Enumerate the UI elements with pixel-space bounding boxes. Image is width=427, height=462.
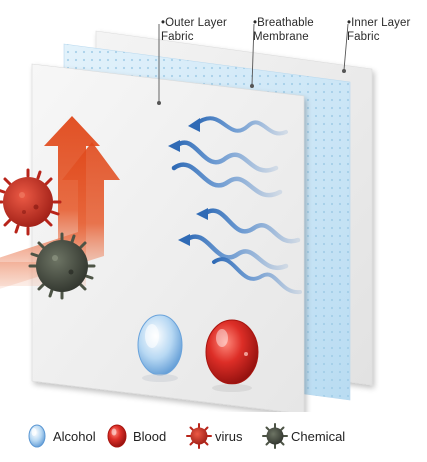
legend-item-blood: Blood xyxy=(104,420,166,452)
airflow-wave xyxy=(201,208,301,244)
chemical-particle xyxy=(28,232,96,300)
legend-item-chemical: Chemical xyxy=(262,420,345,452)
airflow-arrowhead xyxy=(168,140,180,152)
inner-layer-label: •Inner Layer Fabric xyxy=(347,17,411,43)
legend-label-blood: Blood xyxy=(133,428,167,444)
alcohol-droplet xyxy=(137,314,183,382)
legend-item-virus: virus xyxy=(186,420,242,452)
legend-label-chemical: Chemical xyxy=(291,428,346,444)
airflow-arrowhead xyxy=(196,208,208,220)
alcohol-droplet-icon xyxy=(28,424,46,448)
blocked-arrow-right xyxy=(0,142,120,289)
legend: Alcohol Blood virus xyxy=(0,412,427,460)
outer-layer-label: •Outer Layer Fabric xyxy=(161,17,227,43)
membrane-label: •Breathable Membrane xyxy=(253,17,314,43)
inner-layer-leader-dot xyxy=(342,69,346,73)
airflow-wave xyxy=(171,162,283,198)
airflow-arrowhead xyxy=(178,234,190,246)
airflow-waves xyxy=(171,116,302,295)
membrane-leader-line xyxy=(251,23,255,86)
virus-icon xyxy=(186,423,212,449)
blood-droplet xyxy=(205,319,259,392)
chemical-particle-icon xyxy=(262,423,288,449)
airflow-wave xyxy=(173,140,279,173)
layer-illustration xyxy=(0,23,373,412)
airflow-arrowhead xyxy=(188,118,200,132)
legend-label-alcohol: Alcohol xyxy=(53,428,96,444)
airflow-arrowheads xyxy=(168,118,208,246)
membrane-leader-dot xyxy=(250,84,254,88)
legend-item-alcohol: Alcohol xyxy=(24,420,96,452)
blood-droplet-icon xyxy=(107,424,127,448)
inner-layer-leader-line xyxy=(343,23,349,71)
legend-label-virus: virus xyxy=(215,428,243,444)
airflow-wave xyxy=(194,116,288,136)
outer-layer-leader-dot xyxy=(157,101,161,105)
virus-particle xyxy=(0,168,62,236)
airflow-wave xyxy=(183,234,289,271)
airflow-wave xyxy=(212,257,302,295)
